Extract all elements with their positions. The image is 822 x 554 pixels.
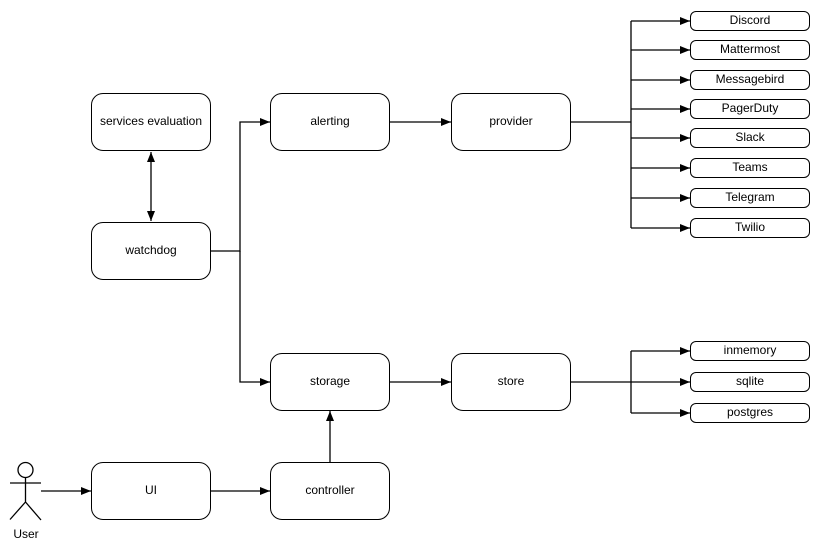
node-provider: provider [451, 93, 571, 151]
node-watchdog: watchdog [91, 222, 211, 280]
node-provider-teams: Teams [690, 158, 810, 178]
node-store: store [451, 353, 571, 411]
node-controller: controller [270, 462, 390, 520]
node-provider-discord: Discord [690, 11, 810, 31]
node-storage: storage [270, 353, 390, 411]
user-actor-icon [9, 461, 42, 521]
node-provider-pagerduty: PagerDuty [690, 99, 810, 119]
node-store-inmemory: inmemory [690, 341, 810, 361]
edge-provider-trunk [571, 21, 632, 228]
edge-watchdog-alerting [211, 118, 270, 252]
node-store-postgres: postgres [690, 403, 810, 423]
user-actor-label: User [13, 527, 39, 541]
node-provider-twilio: Twilio [690, 218, 810, 238]
node-provider-messagebird: Messagebird [690, 70, 810, 90]
node-store-sqlite: sqlite [690, 372, 810, 392]
node-alerting: alerting [270, 93, 390, 151]
node-provider-mattermost: Mattermost [690, 40, 810, 60]
edge-store-trunk [571, 351, 632, 413]
node-services-evaluation: services evaluation [91, 93, 211, 151]
edge-watchdog-storage [239, 251, 270, 386]
node-ui: UI [91, 462, 211, 520]
node-provider-slack: Slack [690, 128, 810, 148]
node-provider-telegram: Telegram [690, 188, 810, 208]
